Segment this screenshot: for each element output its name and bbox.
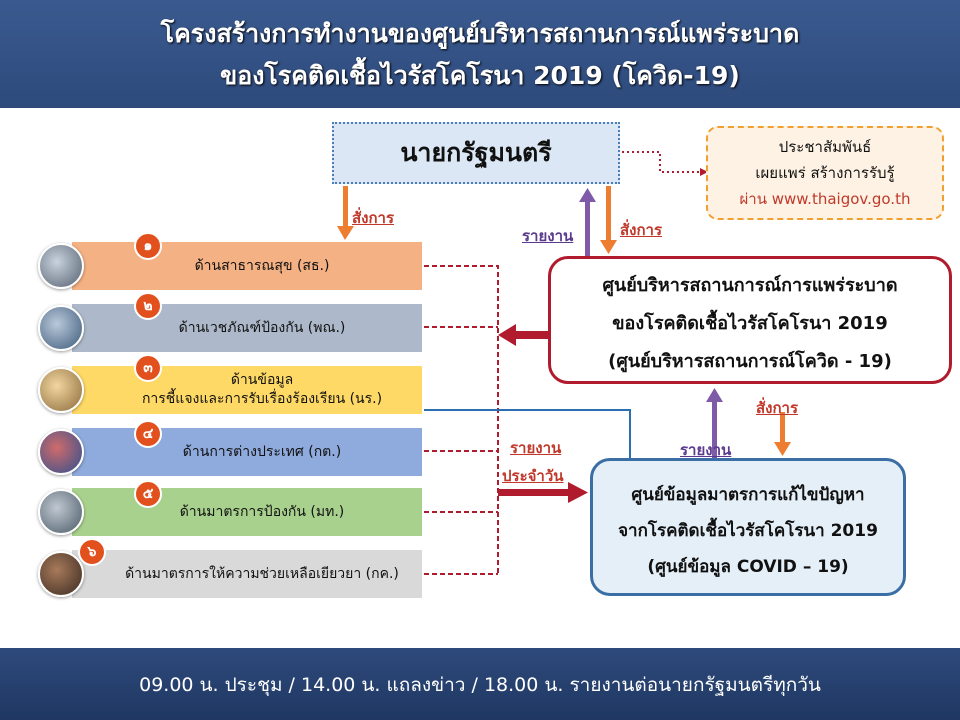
label-daily-report-2: ประจำวัน xyxy=(502,467,564,485)
info-line-2: จากโรคติดเชื้อไวรัสโคโรนา 2019 xyxy=(618,521,878,541)
title-line-2: ของโรคติดเชื้อไวรัสโคโรนา 2019 (โควิด-19… xyxy=(220,61,740,90)
label-command-info: สั่งการ xyxy=(756,399,799,417)
ccsa-line-3: (ศูนย์บริหารสถานการณ์โควิด - 19) xyxy=(608,351,892,372)
department-photo xyxy=(38,243,84,289)
department-text: ด้านข้อมูลการชี้แจงและการรับเรื่องร้องเร… xyxy=(142,371,382,409)
department-text: ด้านเวชภัณฑ์ป้องกัน (พณ.) xyxy=(178,319,346,336)
label-daily-report-1: รายงาน xyxy=(510,439,562,457)
info-line-1: ศูนย์ข้อมูลมาตรการแก้ไขปัญหา xyxy=(631,485,865,505)
department-number-badge: ๒ xyxy=(134,292,162,320)
ccsa-line-2: ของโรคติดเชื้อไวรัสโคโรนา 2019 xyxy=(612,313,888,334)
label-report-pm: รายงาน xyxy=(522,227,574,245)
department-text: ด้านมาตรการให้ความช่วยเหลือเยียวยา (กค.) xyxy=(125,565,399,582)
ccsa-command-arrowhead xyxy=(600,240,617,254)
footer-banner: 09.00 น. ประชุม / 14.00 น. แถลงข่าว / 18… xyxy=(0,648,960,720)
info-command-arrowhead xyxy=(774,442,791,456)
ccsa-command-arrow-shaft xyxy=(606,186,611,242)
department-dashed-lines xyxy=(424,265,499,575)
info-report-arrowhead xyxy=(706,388,723,402)
info-line-3: (ศูนย์ข้อมูล COVID – 19) xyxy=(647,557,849,577)
department-number-badge: ๑ xyxy=(134,232,162,260)
department-photo xyxy=(38,429,84,475)
department-text: ด้านสาธารณสุข (สธ.) xyxy=(194,257,330,274)
department-number-badge: ๔ xyxy=(134,420,162,448)
department-bar: ด้านเวชภัณฑ์ป้องกัน (พณ.) xyxy=(72,304,422,352)
department-photo xyxy=(38,367,84,413)
department-photo xyxy=(38,489,84,535)
department-number-badge: ๖ xyxy=(78,538,106,566)
department-photo xyxy=(38,305,84,351)
ccsa-to-departments-arrow-shaft xyxy=(514,331,550,339)
prime-minister-label: นายกรัฐมนตรี xyxy=(400,138,552,167)
pm-command-arrowhead xyxy=(337,226,354,240)
ccsa-report-arrowhead xyxy=(579,188,596,202)
label-command-ccsa: สั่งการ xyxy=(620,221,663,239)
department-text-line-2: การชี้แจงและการรับเรื่องร้องเรียน (นร.) xyxy=(141,391,383,407)
ccsa-report-arrow-shaft xyxy=(585,200,590,258)
department-text: ด้านมาตรการป้องกัน (มท.) xyxy=(179,503,345,520)
department-bar: ด้านสาธารณสุข (สธ.) xyxy=(72,242,422,290)
prime-minister-box: นายกรัฐมนตรี xyxy=(332,122,620,184)
pm-to-pr-dotted-line xyxy=(622,151,700,173)
label-report-info: รายงาน xyxy=(680,441,732,459)
department-bar: ด้านมาตรการป้องกัน (มท.) xyxy=(72,488,422,536)
header-banner: โครงสร้างการทำงานของศูนย์บริหารสถานการณ์… xyxy=(0,0,960,108)
ccsa-line-1: ศูนย์บริหารสถานการณ์การแพร่ระบาด xyxy=(602,275,898,296)
pr-line-3: ผ่าน www.thaigov.go.th xyxy=(739,190,911,208)
daily-report-arrowhead xyxy=(568,482,588,503)
department-text: ด้านการต่างประเทศ (กต.) xyxy=(182,443,342,460)
footer-schedule-text: 09.00 น. ประชุม / 14.00 น. แถลงข่าว / 18… xyxy=(139,674,821,696)
department-number-badge: ๕ xyxy=(134,480,162,508)
info-center-box: ศูนย์ข้อมูลมาตรการแก้ไขปัญหา จากโรคติดเช… xyxy=(590,458,906,596)
ccsa-box: ศูนย์บริหารสถานการณ์การแพร่ระบาด ของโรคต… xyxy=(548,256,952,384)
title-line-1: โครงสร้างการทำงานของศูนย์บริหารสถานการณ์… xyxy=(160,19,800,48)
department-bar: ด้านการต่างประเทศ (กต.) xyxy=(72,428,422,476)
pr-line-2: เผยแพร่ สร้างการรับรู้ xyxy=(755,164,895,182)
pr-line-1: ประชาสัมพันธ์ xyxy=(778,138,872,156)
dept3-to-info-line xyxy=(424,409,631,460)
ccsa-to-departments-arrowhead xyxy=(498,324,516,346)
department-photo xyxy=(38,551,84,597)
pm-command-arrow-shaft xyxy=(343,186,348,228)
public-relations-box: ประชาสัมพันธ์ เผยแพร่ สร้างการรับรู้ ผ่า… xyxy=(706,126,944,220)
info-report-arrow-shaft xyxy=(712,400,717,458)
info-command-arrow-shaft xyxy=(780,412,785,444)
daily-report-arrow-shaft xyxy=(498,489,570,496)
department-bar: ด้านมาตรการให้ความช่วยเหลือเยียวยา (กค.) xyxy=(72,550,422,598)
label-command-pm: สั่งการ xyxy=(352,209,395,227)
department-bar: ด้านข้อมูลการชี้แจงและการรับเรื่องร้องเร… xyxy=(72,366,422,414)
pm-to-pr-arrowhead xyxy=(700,168,708,176)
department-text-line-1: ด้านข้อมูล xyxy=(230,372,294,388)
department-number-badge: ๓ xyxy=(134,354,162,382)
